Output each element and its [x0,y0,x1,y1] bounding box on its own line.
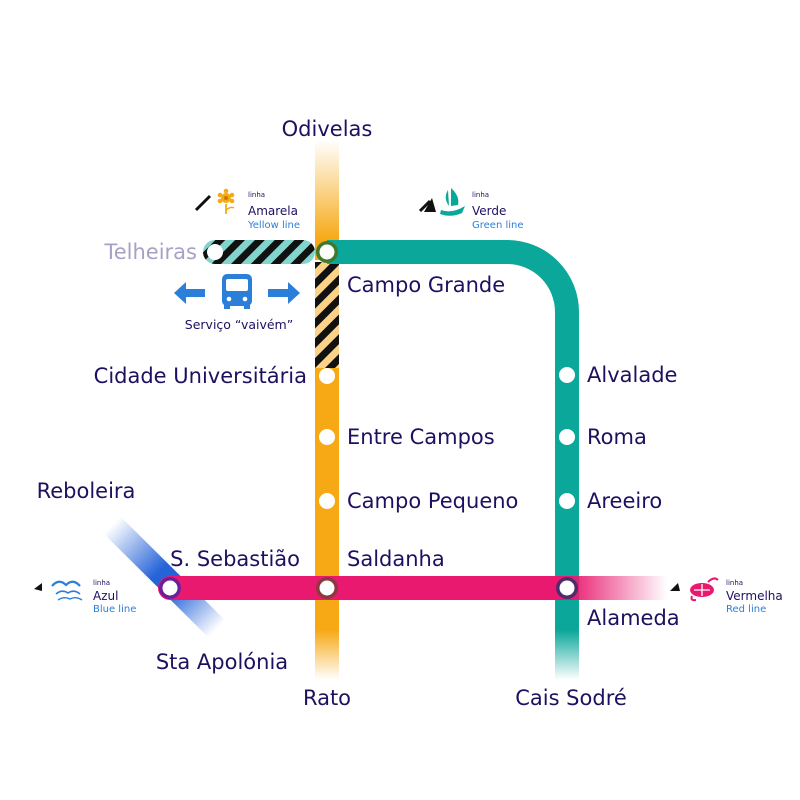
station-areeiro-marker[interactable] [559,493,575,509]
legend-red-prefix: linha [726,579,743,587]
legend-blue-line: linha Azul Blue line [34,579,136,615]
seagull-icon [51,580,83,601]
station-label-saldanha: Saldanha [347,547,445,571]
telheiras-shuttle-segment [203,240,315,264]
station-entre-campos-marker[interactable] [319,429,335,445]
station-label-entre-campos: Entre Campos [347,425,495,449]
station-telheiras-marker[interactable] [207,244,223,260]
legend-blue-prefix: linha [93,579,110,587]
station-label-cidade-universitaria: Cidade Universitária [94,364,307,388]
legend-green-name: Verde [472,204,506,218]
arrow-left-icon [174,282,205,304]
bus-icon [222,274,252,309]
legend-red-line: linha Vermelha Red line [670,577,783,615]
station-label-cais-sodre: Cais Sodré [515,686,627,710]
legend-blue-english: Blue line [93,604,136,615]
station-label-campo-pequeno: Campo Pequeno [347,489,518,513]
station-label-alameda: Alameda [587,606,680,630]
station-roma-marker[interactable] [559,429,575,445]
station-label-roma: Roma [587,425,647,449]
station-label-odivelas: Odivelas [282,117,373,141]
legend-yellow-prefix: linha [248,191,265,199]
sunflower-icon [217,188,235,214]
legend-blue-name: Azul [93,589,118,603]
compass-rose-icon [690,577,719,602]
station-label-rato: Rato [303,686,351,710]
legend-yellow-name: Amarela [248,204,298,218]
station-campo-pequeno-marker[interactable] [319,493,335,509]
legend-green-english: Green line [472,220,524,231]
station-label-s-sebastiao: S. Sebastião [170,547,300,571]
legend-green-prefix: linha [472,191,489,199]
station-label-areeiro: Areeiro [587,489,662,513]
station-label-reboleira: Reboleira [37,479,136,503]
legend-red-name: Vermelha [726,589,783,603]
station-cidade-universitaria-marker[interactable] [319,368,335,384]
arrow-right-icon [268,282,300,304]
station-label-telheiras: Telheiras [103,240,197,264]
shuttle-service: Serviço “vaivém” [174,274,300,332]
station-markers [159,241,578,599]
station-label-sta-apolonia: Sta Apolónia [156,650,288,674]
legend-red-english: Red line [726,604,766,615]
green-line [327,240,579,680]
shuttle-label: Serviço “vaivém” [185,317,293,332]
legend-yellow-english: Yellow line [247,220,300,231]
station-label-alvalade: Alvalade [587,363,677,387]
station-label-campo-grande: Campo Grande [347,273,505,297]
legend-green-line: linha Verde Green line [418,188,524,231]
caravel-icon [424,188,465,216]
station-alvalade-marker[interactable] [559,367,575,383]
legend-yellow-line: linha Amarela Yellow line [194,188,300,231]
red-line [158,576,667,600]
